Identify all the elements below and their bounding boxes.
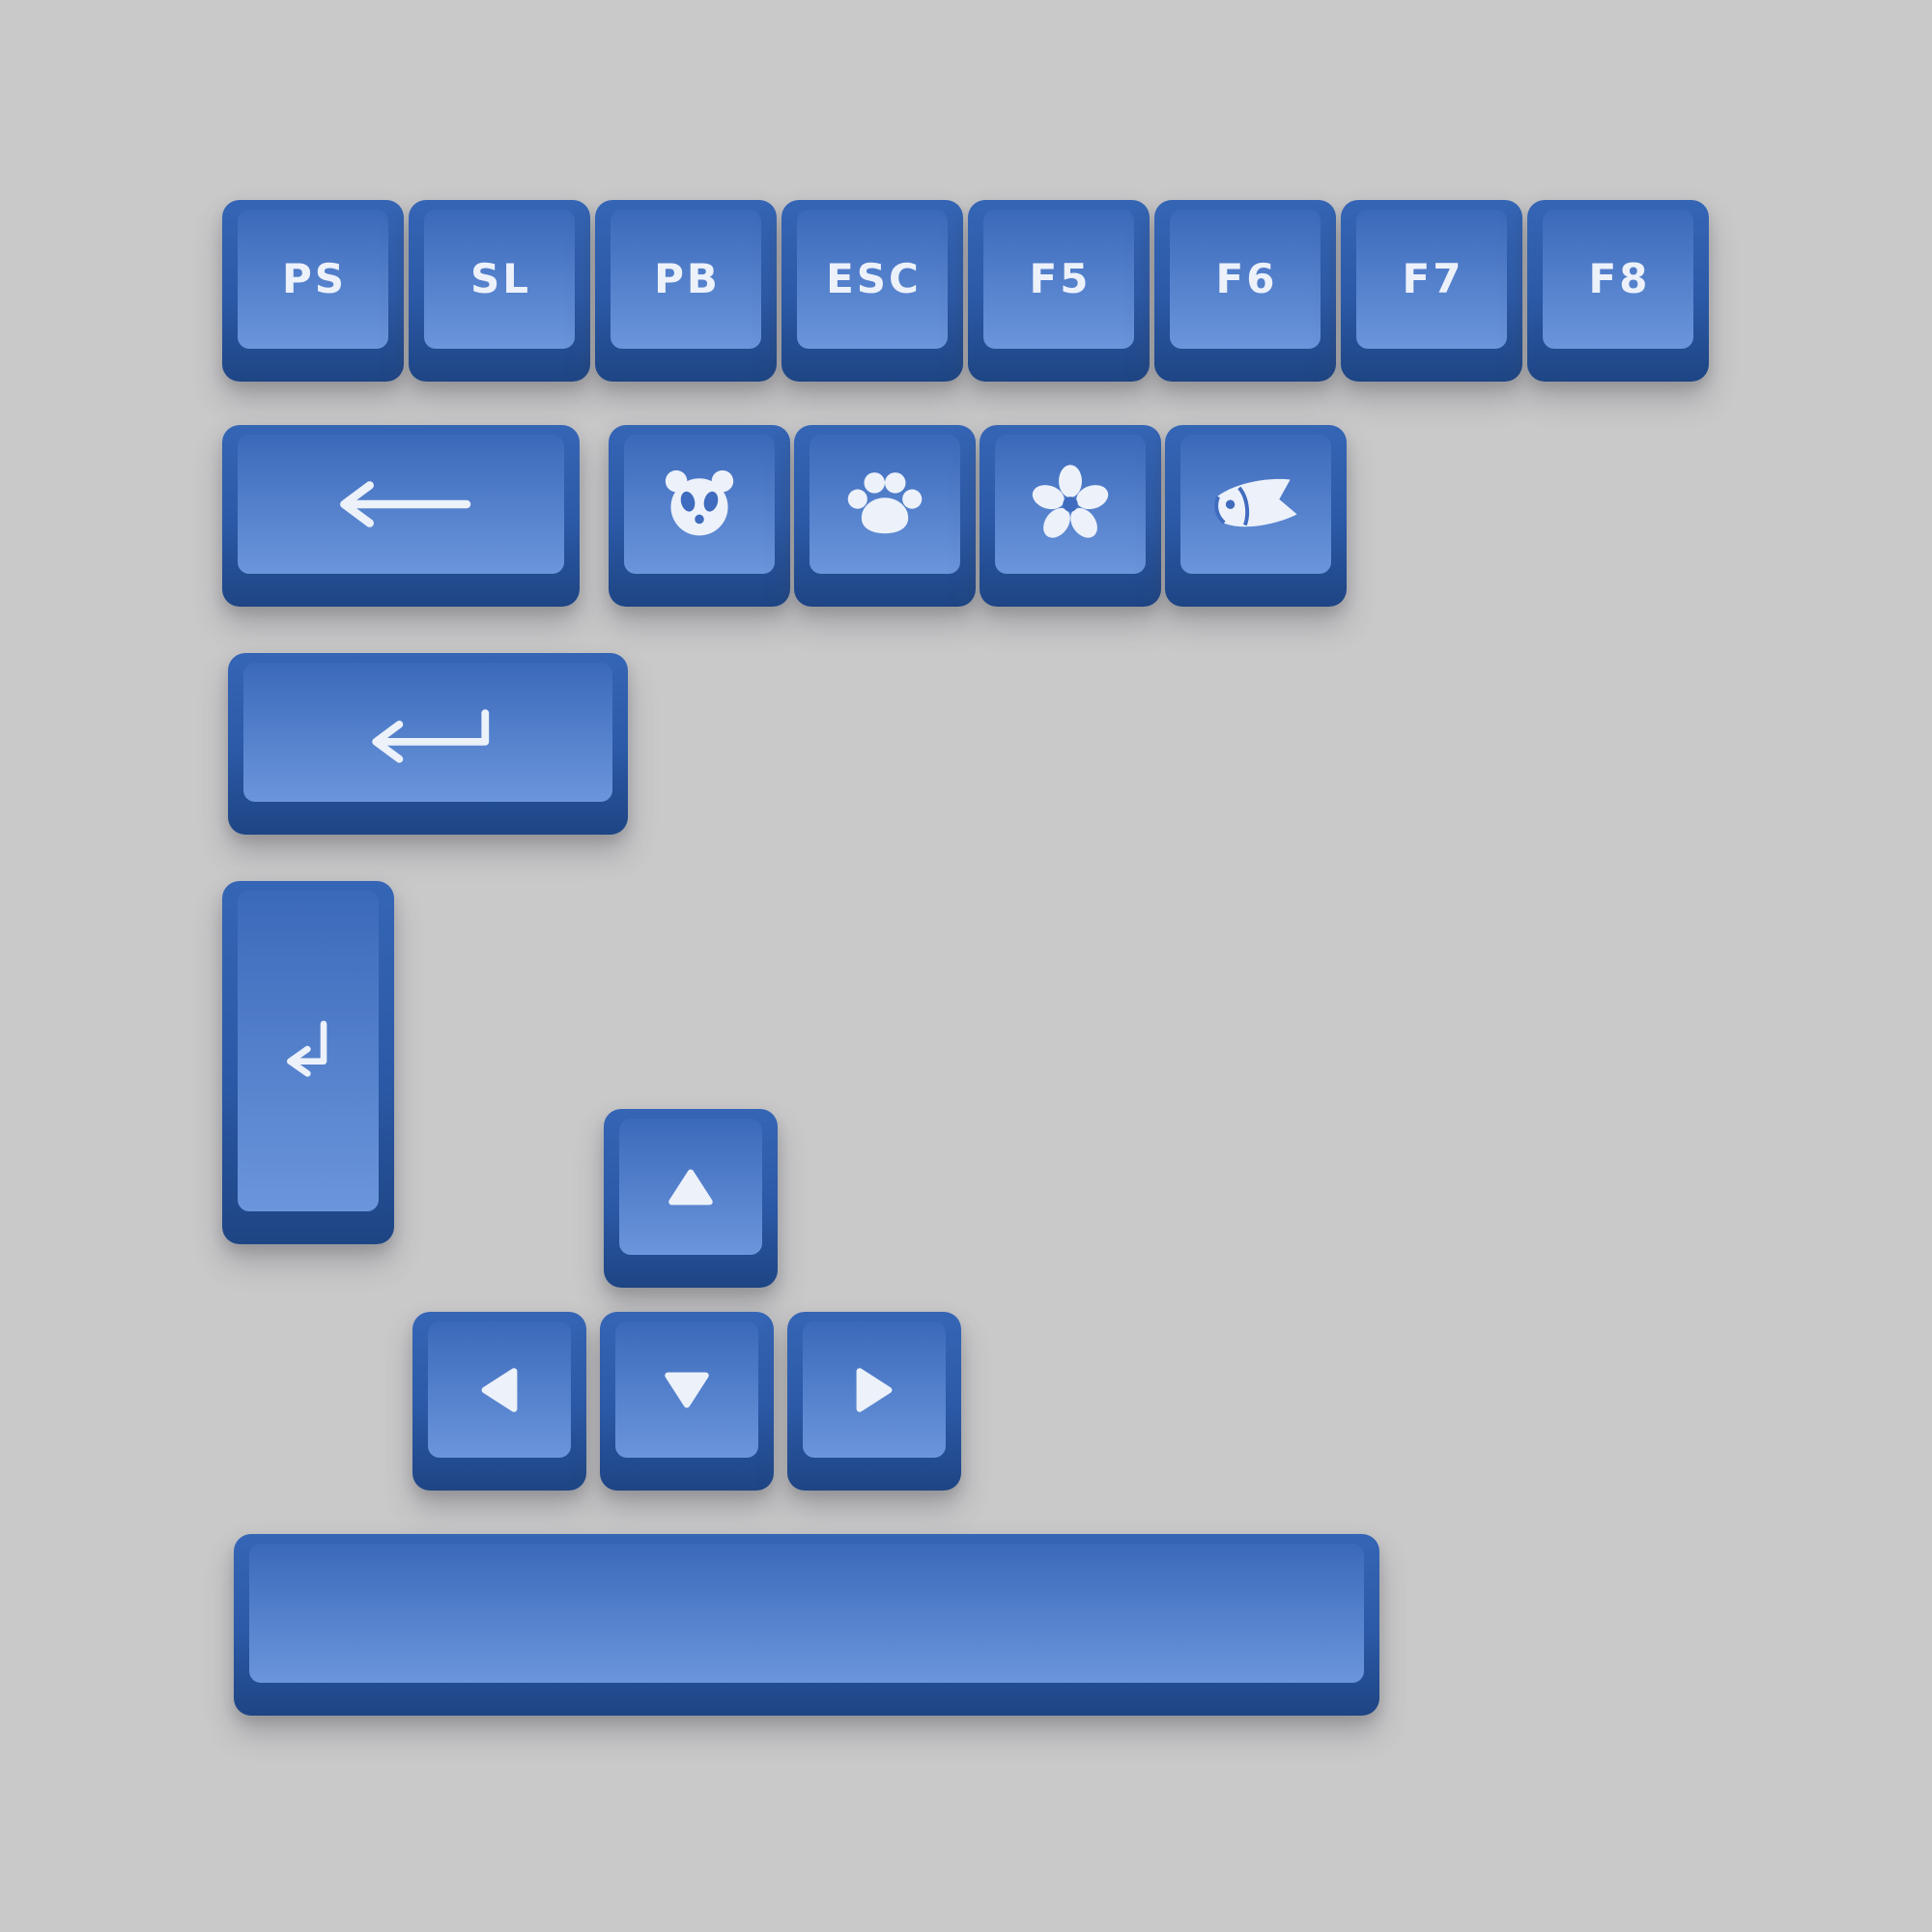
keycap-top-f8: F8	[1543, 210, 1693, 349]
keycap-top-arrow-left	[428, 1321, 571, 1458]
keycap-legend-f6: F6	[1215, 255, 1278, 302]
right-triangle-icon	[851, 1365, 897, 1415]
keycap-esc[interactable]: ESC	[781, 200, 963, 382]
keycap-backspace[interactable]	[222, 425, 580, 607]
keycap-ps[interactable]: PS	[222, 200, 404, 382]
keycap-top-arrow-down	[615, 1321, 758, 1458]
keycap-top-numpad-enter	[238, 891, 379, 1211]
keycap-top-novelty-sakura	[995, 435, 1146, 574]
koi-flag-icon	[1210, 472, 1301, 536]
panda-icon	[656, 461, 743, 548]
keycap-f6[interactable]: F6	[1154, 200, 1336, 382]
down-triangle-icon	[662, 1367, 712, 1413]
keycap-novelty-sakura[interactable]	[980, 425, 1161, 607]
keycap-arrow-left[interactable]	[412, 1312, 586, 1491]
keycap-f7[interactable]: F7	[1341, 200, 1522, 382]
keycap-enter[interactable]	[228, 653, 628, 835]
keycap-top-arrow-up	[619, 1119, 762, 1255]
keycap-legend-pb: PB	[654, 255, 721, 302]
keycap-novelty-paw[interactable]	[794, 425, 976, 607]
keycap-novelty-koi[interactable]	[1165, 425, 1347, 607]
keycap-top-esc: ESC	[797, 210, 948, 349]
keycap-top-backspace	[238, 435, 564, 574]
keycap-top-novelty-koi	[1180, 435, 1331, 574]
keycap-legend-sl: SL	[469, 255, 531, 302]
keycap-f5[interactable]: F5	[968, 200, 1150, 382]
keycap-top-novelty-paw	[810, 435, 960, 574]
keycap-top-pb: PB	[611, 210, 761, 349]
keycap-legend-ps: PS	[281, 255, 348, 302]
keycap-arrow-down[interactable]	[600, 1312, 774, 1491]
numpad-enter-arrow-icon	[270, 1009, 347, 1093]
sakura-icon	[1027, 461, 1114, 548]
keycap-arrow-right[interactable]	[787, 1312, 961, 1491]
keycap-pb[interactable]: PB	[595, 200, 777, 382]
keycap-top-f6: F6	[1170, 210, 1321, 349]
keycap-sl[interactable]: SL	[409, 200, 590, 382]
keycap-novelty-panda[interactable]	[609, 425, 790, 607]
keycap-spacebar[interactable]	[234, 1534, 1379, 1716]
keycap-top-arrow-right	[803, 1321, 946, 1458]
keycap-legend-f7: F7	[1402, 255, 1464, 302]
enter-arrow-icon	[353, 696, 503, 769]
up-triangle-icon	[666, 1164, 716, 1210]
keycap-legend-f5: F5	[1029, 255, 1092, 302]
keycap-numpad-enter[interactable]	[222, 881, 394, 1244]
keycap-top-f5: F5	[983, 210, 1134, 349]
backspace-arrow-icon	[319, 471, 483, 537]
left-triangle-icon	[476, 1365, 523, 1415]
keycap-legend-f8: F8	[1588, 255, 1651, 302]
keycap-top-ps: PS	[238, 210, 388, 349]
keycap-arrow-up[interactable]	[604, 1109, 778, 1288]
keycap-top-novelty-panda	[624, 435, 775, 574]
keycap-top-f7: F7	[1356, 210, 1507, 349]
paw-icon	[843, 463, 926, 546]
keycap-top-sl: SL	[424, 210, 575, 349]
keycap-f8[interactable]: F8	[1527, 200, 1709, 382]
keycap-top-enter	[243, 663, 612, 802]
keycap-top-spacebar	[249, 1544, 1364, 1683]
keycap-legend-esc: ESC	[826, 255, 922, 302]
